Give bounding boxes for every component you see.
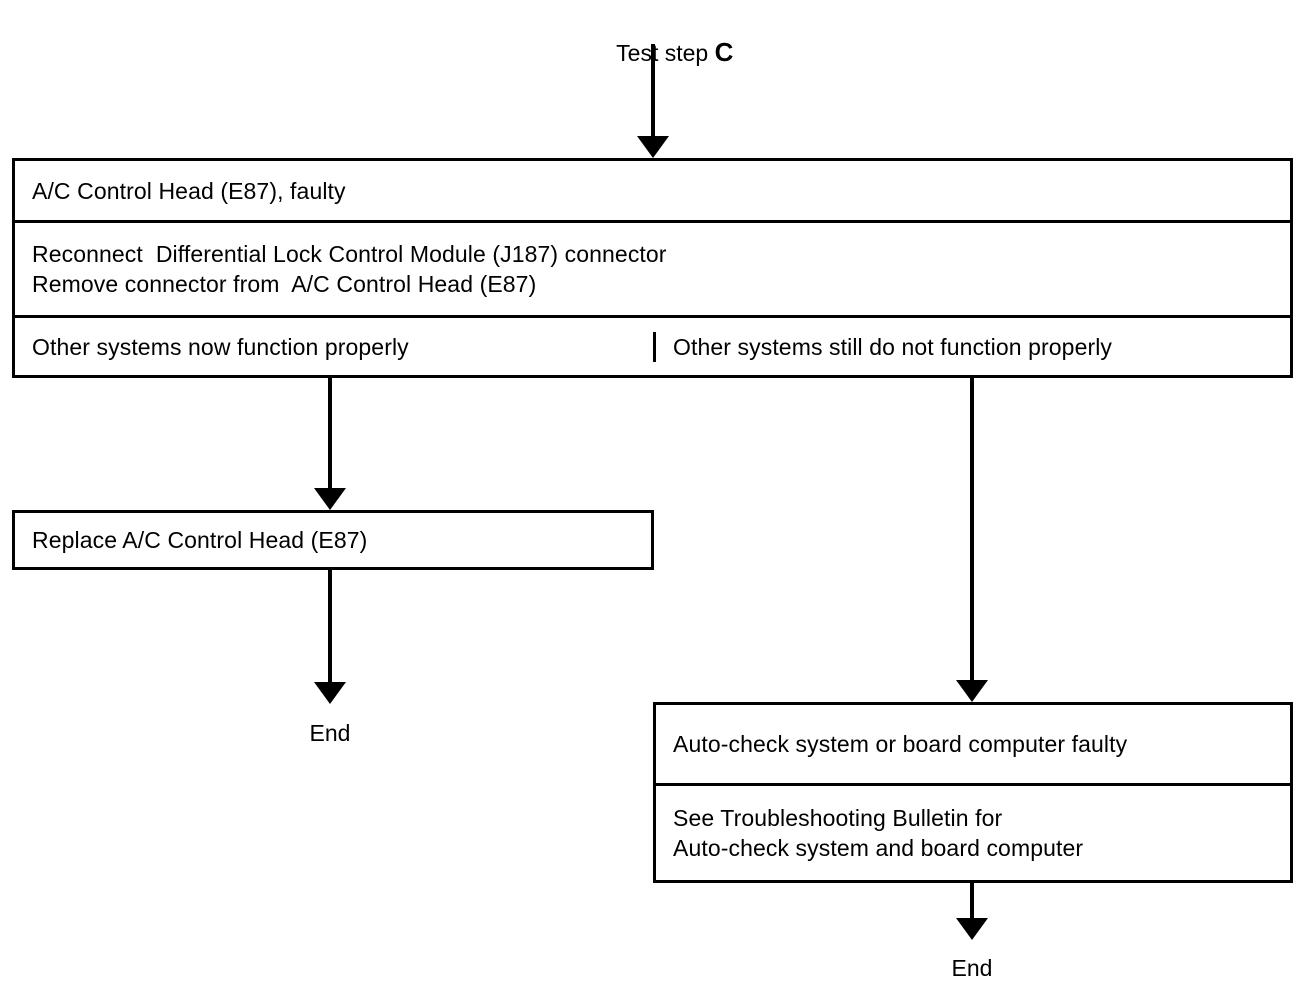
diagram-title-step: C <box>714 37 734 67</box>
main-block-row-fault: A/C Control Head (E87), faulty <box>15 161 1290 220</box>
fault-statement-text: A/C Control Head (E87), faulty <box>32 177 346 204</box>
connector-title-to-main <box>651 44 655 140</box>
main-block-row-branch: Other systems now function properly Othe… <box>15 315 1290 375</box>
arrowhead-result-to-end <box>956 918 988 940</box>
action-instructions-text: Reconnect Differential Lock Control Modu… <box>32 241 667 297</box>
arrowhead-left-branch-to-replace <box>314 488 346 510</box>
diagram-title-prefix: Test step <box>616 40 715 66</box>
branch-left-condition-text: Other systems now function properly <box>32 333 409 360</box>
connector-result-to-end <box>970 883 974 923</box>
arrowhead-right-branch-to-result <box>956 680 988 702</box>
replace-action-box: Replace A/C Control Head (E87) <box>12 510 654 570</box>
connector-replace-to-end <box>328 570 332 686</box>
branch-right-condition-text: Other systems still do not function prop… <box>653 331 1290 362</box>
end-terminator-right: End <box>951 955 993 981</box>
diagram-title: Test step C <box>591 10 733 95</box>
autocheck-bulletin-text: See Troubleshooting Bulletin for Auto-ch… <box>673 805 1084 861</box>
end-terminator-left: End <box>309 720 351 746</box>
replace-action-text: Replace A/C Control Head (E87) <box>32 527 368 553</box>
autocheck-result-row-bulletin: See Troubleshooting Bulletin for Auto-ch… <box>656 783 1290 880</box>
connector-right-branch-to-result <box>970 378 974 684</box>
autocheck-result-row-fault: Auto-check system or board computer faul… <box>656 705 1290 783</box>
main-block-row-actions: Reconnect Differential Lock Control Modu… <box>15 220 1290 315</box>
autocheck-result-box: Auto-check system or board computer faul… <box>653 702 1293 883</box>
main-block: A/C Control Head (E87), faulty Reconnect… <box>12 158 1293 378</box>
arrowhead-title-to-main <box>637 136 669 158</box>
autocheck-fault-text: Auto-check system or board computer faul… <box>673 731 1128 757</box>
replace-action-row: Replace A/C Control Head (E87) <box>15 513 651 567</box>
arrowhead-replace-to-end <box>314 682 346 704</box>
connector-left-branch-to-replace <box>328 378 332 492</box>
